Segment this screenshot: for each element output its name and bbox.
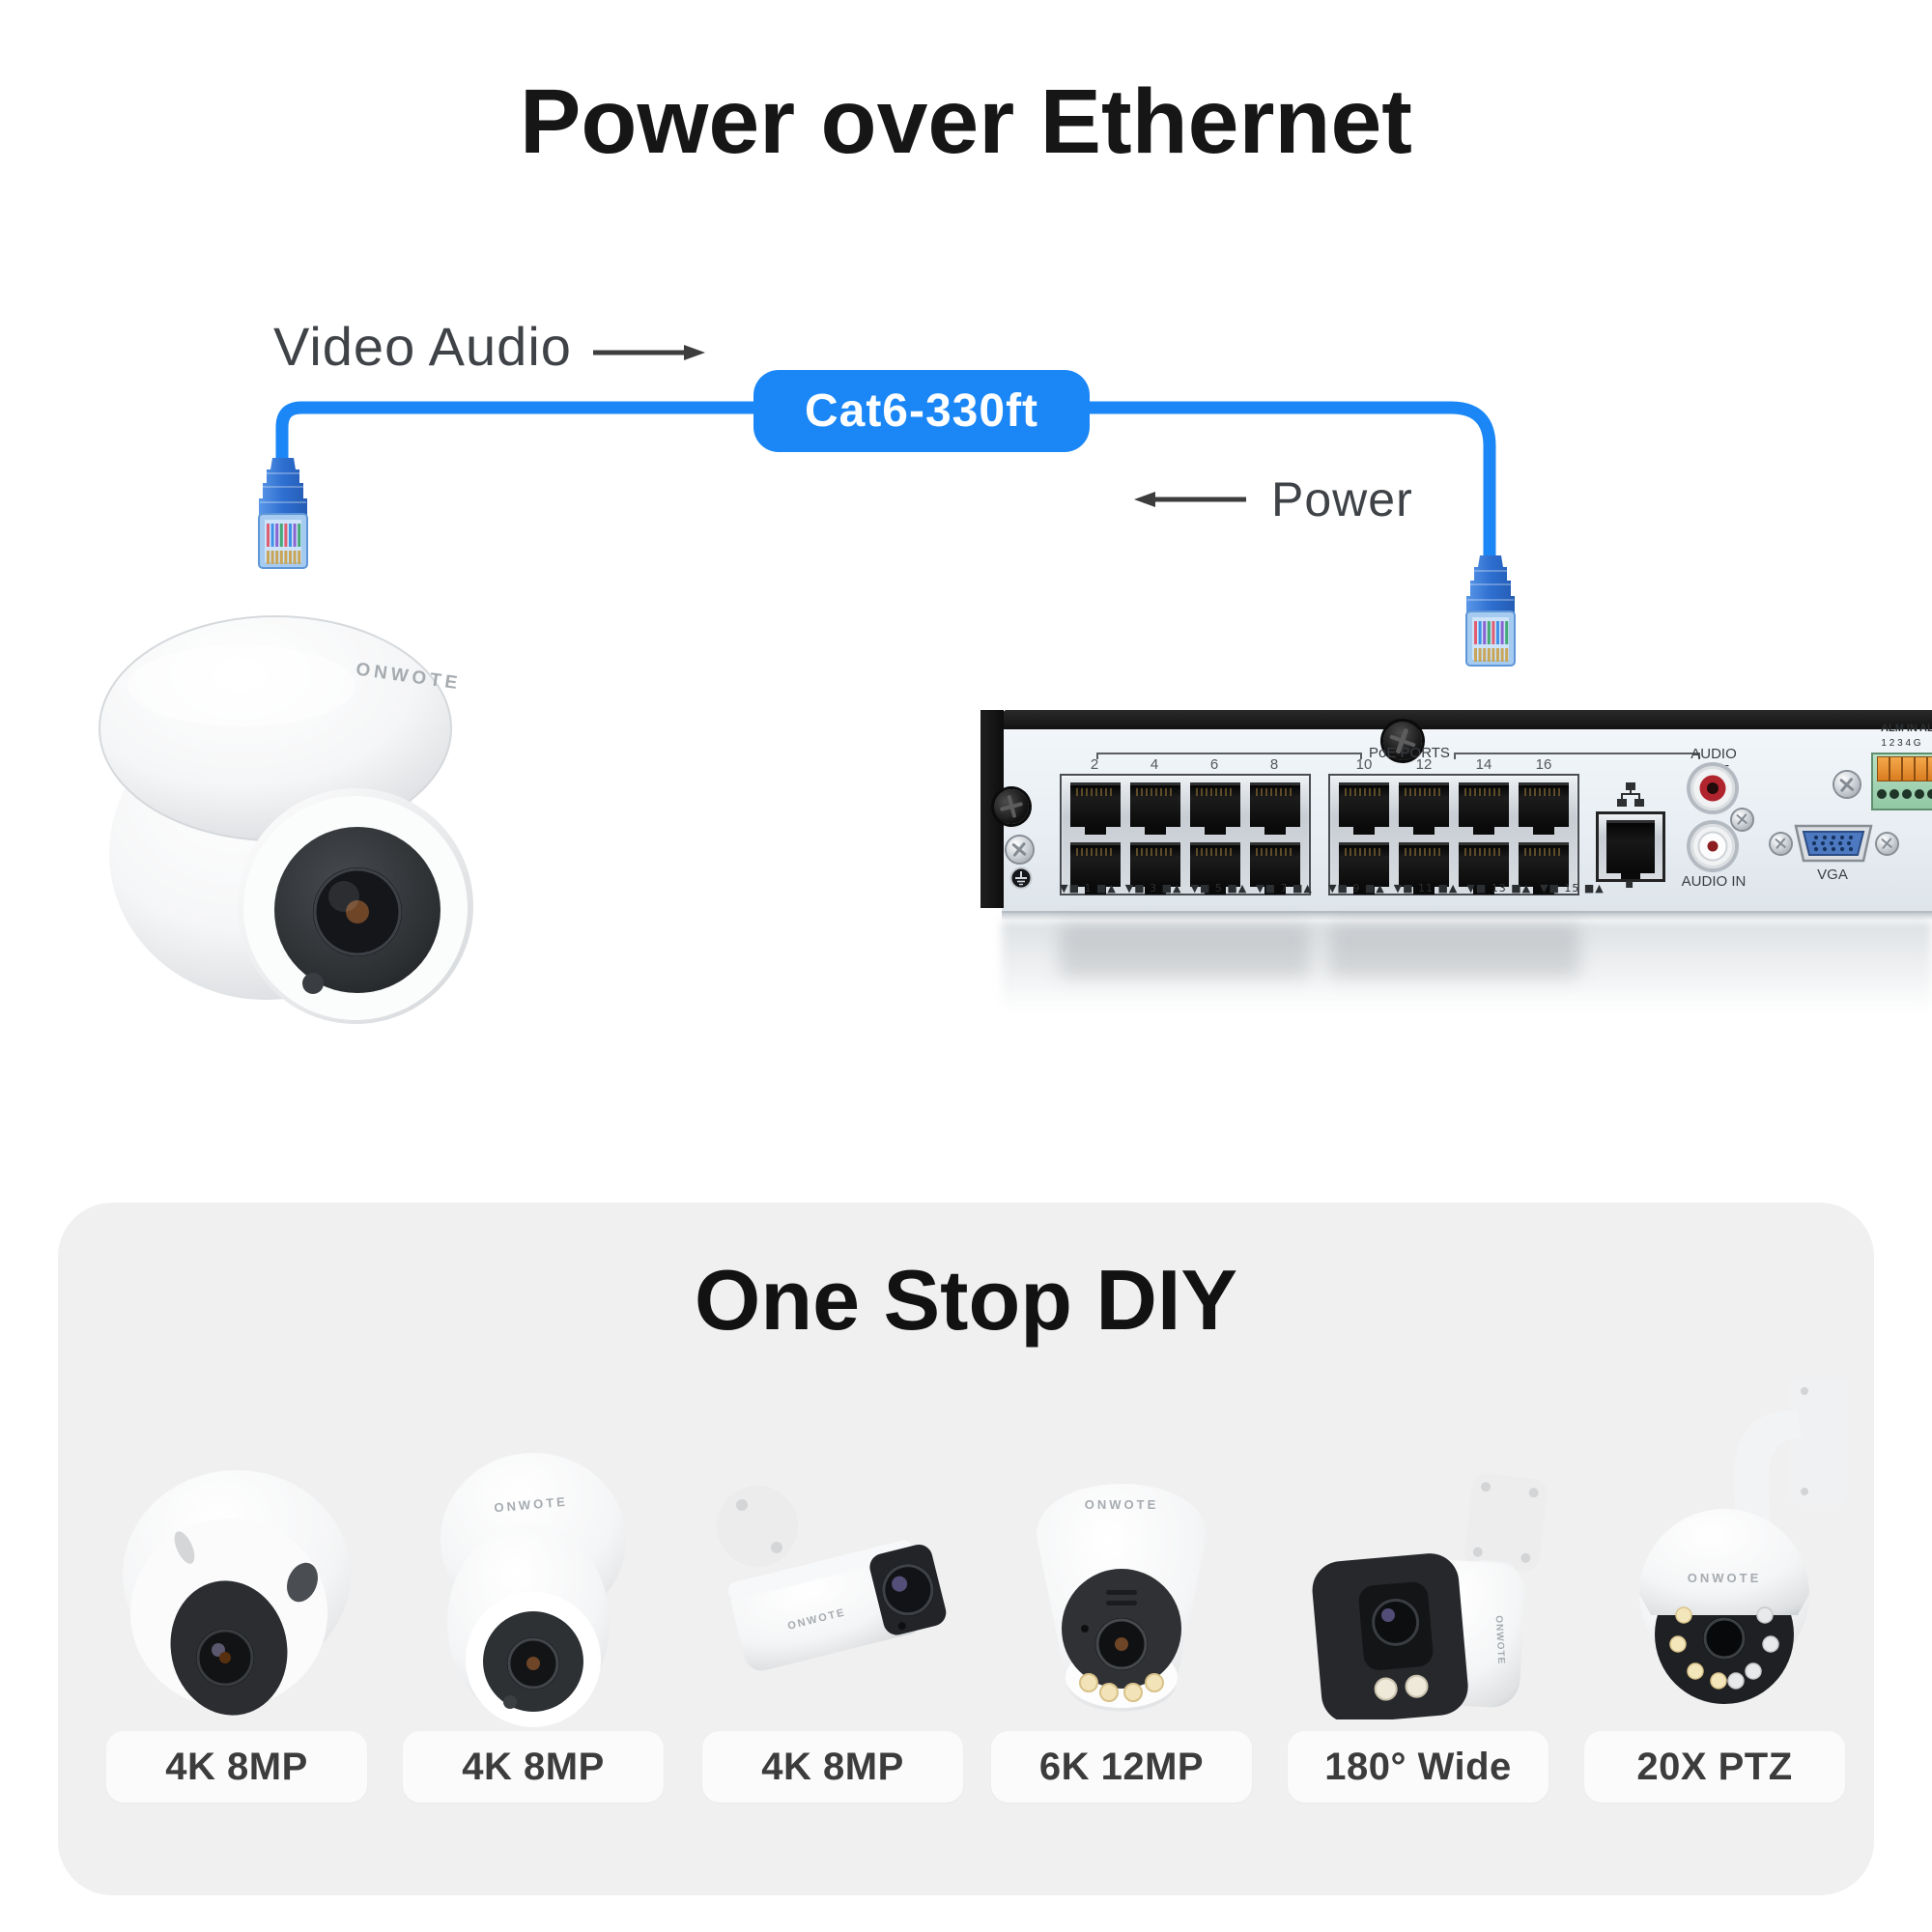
port-number: 4: [1150, 756, 1159, 773]
terminal-screw: [1889, 789, 1899, 799]
one-stop-diy-panel: One Stop DIY: [58, 1203, 1874, 1895]
spec-badge: 4K 8MP: [106, 1731, 367, 1803]
port-number: 10: [1355, 756, 1373, 773]
screw-icon: [1732, 810, 1752, 830]
terminal-tab: [1902, 756, 1915, 781]
rj45-port: [1339, 842, 1389, 887]
audio-in-rca-jack: [1690, 824, 1735, 868]
left-arrow-icon: [1134, 492, 1246, 507]
screw-icon: [1007, 837, 1033, 863]
audio-out-rca-jack: [1690, 766, 1735, 810]
terminal-screw: [1877, 789, 1887, 799]
alarm-terminal-block: [1871, 753, 1932, 810]
ground-icon: [1009, 867, 1033, 890]
nvr-reflection: [1328, 924, 1579, 978]
rj45-port: [1519, 782, 1569, 827]
port-number: 14: [1475, 756, 1492, 773]
turret-camera-photo: ONWOTE: [99, 615, 473, 1024]
nvr-back-panel: PoE PORTS 2 4 6 8 10 12 14 16: [980, 710, 1932, 1116]
power-label: Power: [1271, 472, 1413, 526]
spec-badge: 4K 8MP: [403, 1731, 664, 1803]
one-stop-title: One Stop DIY: [694, 1252, 1238, 1348]
port-marker: ■: [1625, 880, 1634, 890]
camera-brand-logo: ONWOTE: [494, 1494, 569, 1516]
rj45-port: [1070, 782, 1121, 827]
alarm-in-pin-numbers: 1 2 3 4 G: [1881, 738, 1921, 749]
terminal-screw: [1927, 789, 1932, 799]
spotlight-turret-camera: ONWOTE: [1037, 1484, 1207, 1712]
spec-badge: 20X PTZ: [1584, 1731, 1845, 1803]
camera-brand-logo: ONWOTE: [1688, 1571, 1762, 1585]
rj45-port: [1250, 782, 1300, 827]
port-number: 12: [1415, 756, 1433, 773]
spec-badge: 4K 8MP: [702, 1731, 963, 1803]
terminal-tab: [1915, 756, 1927, 781]
port-number: 16: [1535, 756, 1552, 773]
terminal-screw: [1915, 789, 1924, 799]
spec-badge: 180° Wide: [1288, 1731, 1548, 1803]
rj45-connector-icon: [258, 458, 308, 569]
rj45-port: [1519, 842, 1569, 887]
poe-bracket-right: [1454, 753, 1700, 759]
port-number: 2: [1090, 756, 1099, 773]
rj45-port: [1190, 782, 1240, 827]
screw-icon: [1877, 834, 1897, 854]
terminal-tab: [1877, 756, 1889, 781]
terminal-screw: [1902, 789, 1912, 799]
rj45-port: [1250, 842, 1300, 887]
ir-sensor-dot: [302, 973, 324, 994]
poe-port-group-2: [1328, 774, 1579, 895]
rj45-port: [1459, 782, 1509, 827]
poe-ports-label: PoE PORTS: [1369, 745, 1450, 761]
spec-badge: 6K 12MP: [991, 1731, 1252, 1803]
camera-brand-logo: ONWOTE: [1085, 1497, 1159, 1512]
terminal-tab: [1927, 756, 1932, 781]
lan-uplink-port: [1596, 811, 1665, 882]
poe-port-group-1: [1060, 774, 1311, 895]
ptz-camera: ONWOTE: [1639, 1378, 1848, 1704]
vga-connector: [1794, 824, 1873, 863]
right-arrow-icon: [593, 345, 705, 360]
nvr-chassis-top: [980, 710, 1932, 731]
port-number: 8: [1269, 756, 1279, 773]
terminal-tab: [1889, 756, 1902, 781]
video-audio-label: Video Audio: [273, 316, 572, 377]
rj45-port: [1399, 842, 1449, 887]
turret-camera: ONWOTE: [440, 1453, 626, 1727]
rj45-port: [1130, 782, 1180, 827]
nvr-reflection: [1060, 924, 1311, 978]
camera-brand-logo: ONWOTE: [1493, 1615, 1507, 1665]
rj45-port: [1339, 782, 1389, 827]
audio-in-label: AUDIO IN: [1681, 873, 1747, 890]
rj45-port: [1459, 842, 1509, 887]
port-markers: ▼■ 9 ■▲ ▼■ 11 ■▲ ▼■ 13 ■▲ ▼■ 15 ■▲: [1328, 882, 1605, 895]
rj45-port: [1399, 782, 1449, 827]
rj45-connector-icon: [1465, 555, 1516, 667]
poe-bracket-left: [1096, 753, 1362, 759]
vga-label: VGA: [1817, 867, 1848, 883]
dual-lens-wide-camera: ONWOTE: [1312, 1473, 1548, 1719]
rj45-port: [1130, 842, 1180, 887]
alarm-out-label-partial: AL: [1919, 723, 1932, 734]
rj45-port: [1070, 842, 1121, 887]
page-title: Power over Ethernet: [520, 71, 1412, 173]
alarm-in-label: ALM IN: [1881, 723, 1918, 734]
screw-icon: [1771, 834, 1791, 854]
port-number: 6: [1209, 756, 1219, 773]
cable-length-badge: Cat6-330ft: [753, 370, 1090, 452]
nvr-bottom-edge: [1002, 913, 1932, 921]
ethernet-cable: [275, 401, 1496, 572]
rj45-port: [1190, 842, 1240, 887]
bullet-camera: ONWOTE: [717, 1486, 947, 1671]
screw-icon: [1834, 772, 1860, 797]
mini-dome-camera: [123, 1470, 351, 1716]
rj45-port: [1606, 820, 1655, 873]
nvr-reflection: [1002, 921, 1932, 1037]
port-markers: ▼■ 1 ■▲ ▼■ 3 ■▲ ▼■ 5 ■▲ ▼■ 7 ■▲: [1060, 882, 1313, 895]
ethernet-network-icon: [1617, 782, 1644, 807]
